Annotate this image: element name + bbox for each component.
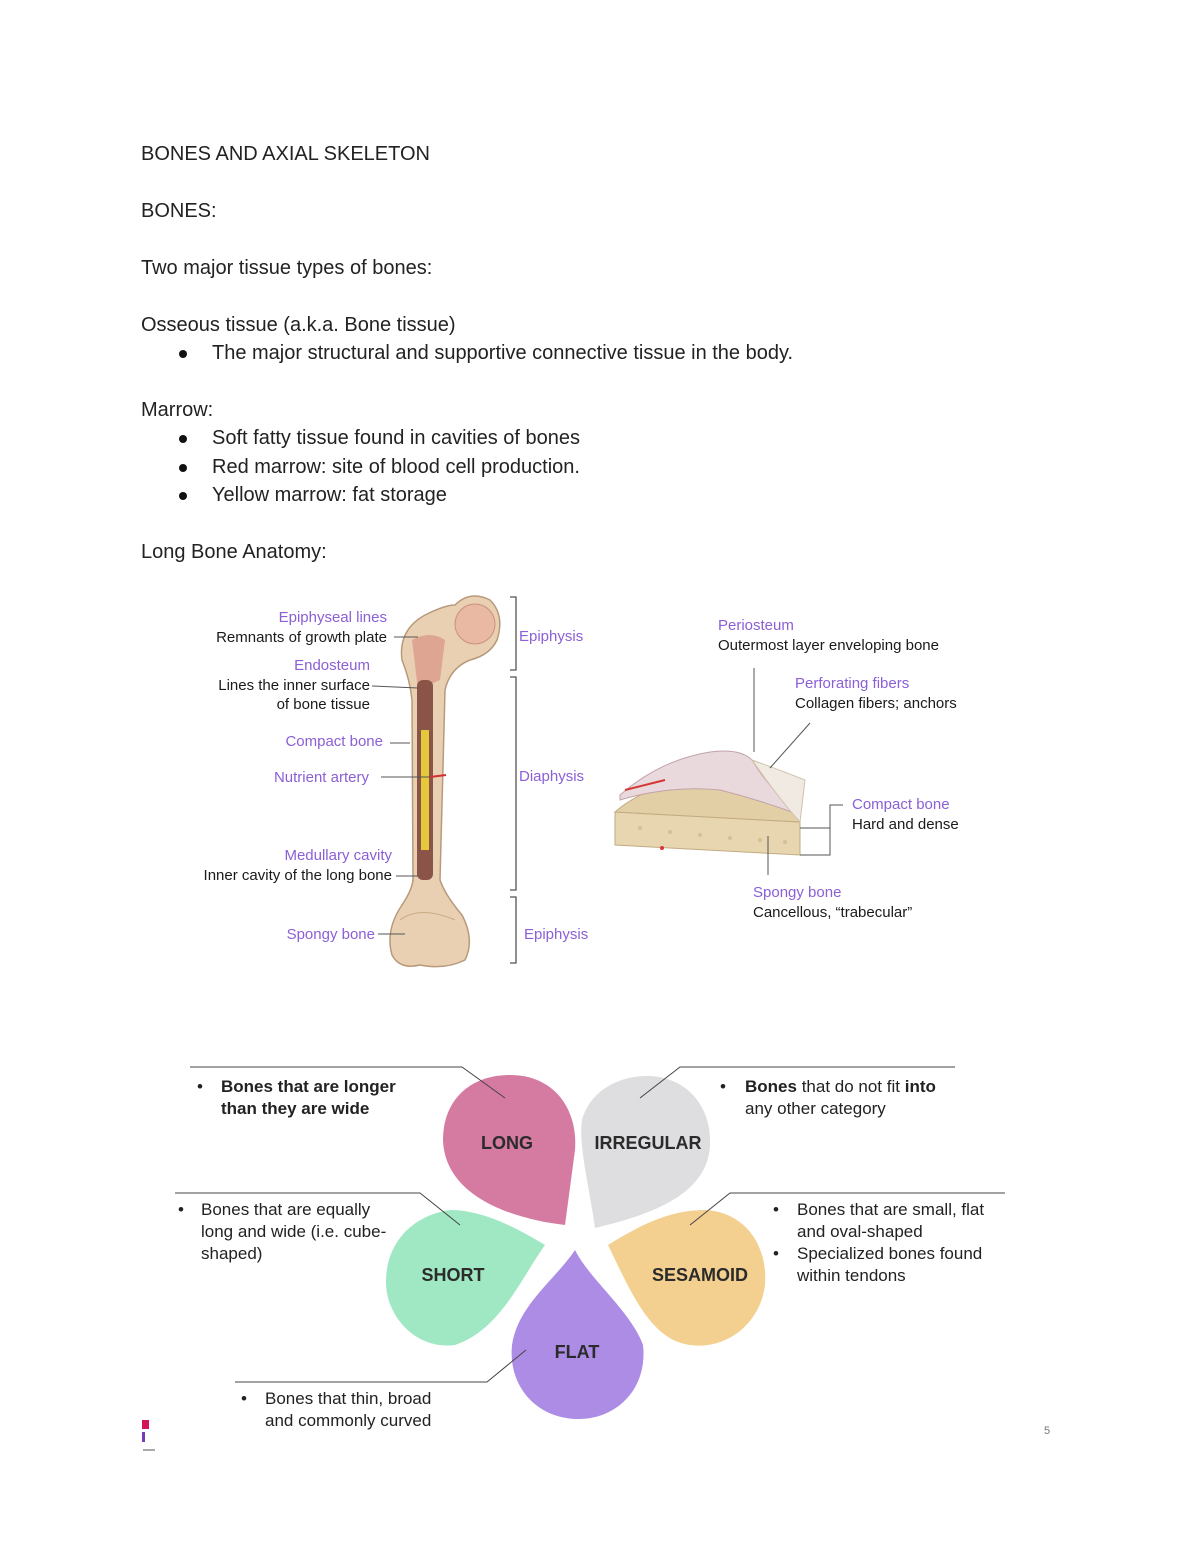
medullary-cavity-label: Medullary cavity bbox=[284, 847, 392, 864]
flat-desc-1: Bones that thin, broad bbox=[265, 1389, 431, 1408]
short-desc-1: Bones that are equally bbox=[201, 1200, 371, 1219]
perforating-fibers-label: Perforating fibers bbox=[795, 675, 909, 692]
irregular-desc-1: Bones that do not fit into bbox=[745, 1077, 936, 1096]
spongy-bone-right-label: Spongy bone bbox=[753, 884, 841, 901]
document-title: BONES AND AXIAL SKELETON bbox=[141, 143, 431, 165]
list-item: Soft fatty tissue found in cavities of b… bbox=[175, 424, 580, 453]
svg-text:•: • bbox=[197, 1077, 203, 1096]
epiphyseal-lines-desc: Remnants of growth plate bbox=[216, 629, 387, 646]
endosteum-label: Endosteum bbox=[294, 657, 370, 674]
spongy-bone-label: Spongy bone bbox=[287, 926, 375, 943]
sesamoid-label: SESAMOID bbox=[652, 1265, 748, 1285]
periosteum-desc: Outermost layer enveloping bone bbox=[718, 637, 939, 654]
medullary-cavity-desc: Inner cavity of the long bone bbox=[204, 867, 392, 884]
compact-bone-right-label: Compact bone bbox=[852, 796, 950, 813]
flat-petal bbox=[511, 1250, 644, 1420]
svg-text:•: • bbox=[773, 1200, 779, 1219]
list-item: Yellow marrow: fat storage bbox=[175, 481, 580, 510]
sesamoid-desc-4: within tendons bbox=[796, 1266, 906, 1285]
page-number: 5 bbox=[1044, 1425, 1051, 1437]
flat-desc-2: and commonly curved bbox=[265, 1411, 431, 1430]
sesamoid-petal bbox=[608, 1210, 766, 1346]
osseous-heading: Osseous tissue (a.k.a. Bone tissue) bbox=[141, 314, 456, 336]
irregular-desc-2: any other category bbox=[745, 1099, 886, 1118]
section-heading: BONES: bbox=[141, 200, 217, 222]
bone-tissue-block-illustration bbox=[613, 750, 806, 856]
list-item: The major structural and supportive conn… bbox=[175, 339, 793, 368]
sesamoid-desc-1: Bones that are small, flat bbox=[797, 1200, 984, 1219]
endosteum-desc-2: of bone tissue bbox=[277, 696, 370, 713]
svg-text:•: • bbox=[178, 1200, 184, 1219]
short-petal bbox=[385, 1210, 545, 1346]
spongy-bone-right-desc: Cancellous, “trabecular” bbox=[753, 904, 912, 921]
epiphysis-top-label: Epiphysis bbox=[519, 628, 583, 645]
sesamoid-desc-3: Specialized bones found bbox=[797, 1244, 982, 1263]
femur-illustration bbox=[389, 595, 501, 968]
long-label: LONG bbox=[481, 1133, 533, 1153]
svg-text:•: • bbox=[241, 1389, 247, 1408]
compact-bone-right-desc: Hard and dense bbox=[852, 816, 959, 833]
irregular-petal bbox=[581, 1075, 711, 1228]
epiphysis-bottom-label: Epiphysis bbox=[524, 926, 588, 943]
endosteum-desc-1: Lines the inner surface bbox=[218, 677, 370, 694]
long-bone-heading: Long Bone Anatomy: bbox=[141, 541, 327, 563]
osseous-bullet-list: The major structural and supportive conn… bbox=[175, 339, 793, 368]
compact-bone-label: Compact bone bbox=[285, 733, 383, 750]
svg-text:•: • bbox=[720, 1077, 726, 1096]
irregular-label: IRREGULAR bbox=[595, 1133, 702, 1153]
epiphyseal-lines-label: Epiphyseal lines bbox=[279, 609, 387, 626]
nutrient-artery-label: Nutrient artery bbox=[274, 769, 370, 786]
marrow-heading: Marrow: bbox=[141, 399, 214, 421]
short-desc-3: shaped) bbox=[201, 1244, 262, 1263]
short-label: SHORT bbox=[422, 1265, 485, 1285]
periosteum-label: Periosteum bbox=[718, 617, 794, 634]
long-desc-1: Bones that are longer bbox=[221, 1077, 396, 1096]
diaphysis-label: Diaphysis bbox=[519, 768, 584, 785]
bone-types-diagram: LONG IRREGULAR SHORT SESAMOID FLAT • Bon… bbox=[175, 1066, 1005, 1430]
logo-mark bbox=[142, 1420, 155, 1451]
perforating-fibers-desc: Collagen fibers; anchors bbox=[795, 695, 957, 712]
marrow-bullet-list: Soft fatty tissue found in cavities of b… bbox=[175, 424, 580, 510]
svg-text:•: • bbox=[773, 1244, 779, 1263]
intro-text: Two major tissue types of bones: bbox=[141, 257, 433, 279]
long-petal bbox=[443, 1075, 576, 1225]
sesamoid-desc-2: and oval-shaped bbox=[797, 1222, 923, 1241]
list-item: Red marrow: site of blood cell productio… bbox=[175, 453, 580, 482]
long-desc-2: than they are wide bbox=[221, 1099, 369, 1118]
short-desc-2: long and wide (i.e. cube- bbox=[201, 1222, 386, 1241]
flat-label: FLAT bbox=[555, 1342, 600, 1362]
